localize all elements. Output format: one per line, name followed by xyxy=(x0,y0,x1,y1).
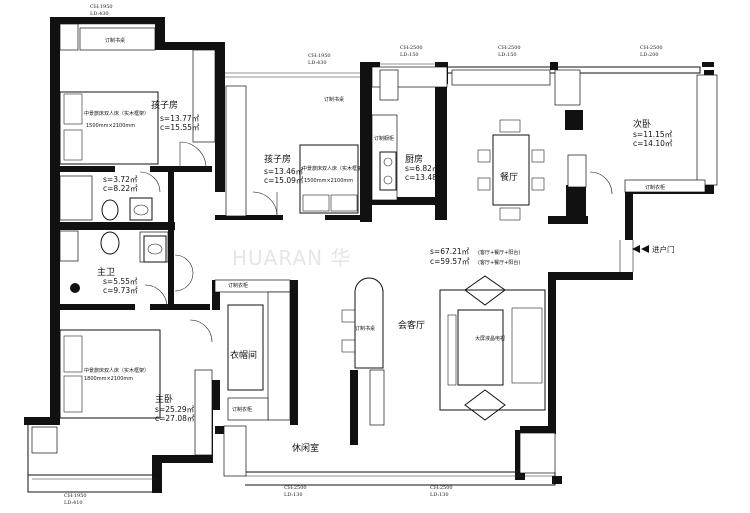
room-name: 会客厅 xyxy=(398,319,425,331)
room-area: c=13.48㎡ xyxy=(405,173,445,182)
room-area: s=6.82㎡ xyxy=(405,164,440,173)
window-ld: LD:430 xyxy=(90,11,109,17)
bath-fixtures xyxy=(70,197,167,293)
room-name: 餐厅 xyxy=(500,171,518,183)
room-labels: 孩子房 s=13.77㎡ c=15.55㎡ 孩子房 s=13.46㎡ c=15.… xyxy=(97,99,675,454)
cabinet-label: 订制书桌 xyxy=(355,325,375,332)
room-name: 次卧 xyxy=(633,118,651,130)
cabinet-labels: 订制书桌 订制书桌 订制橱柜 订制衣柜 订制衣柜 订制衣柜 订制书桌 大屏液晶电… xyxy=(105,37,665,413)
room-area: c=15.09㎡ xyxy=(264,176,304,185)
window-ld: LD:150 xyxy=(498,52,517,58)
entrance-arrow-icon xyxy=(632,245,640,253)
beds xyxy=(59,91,359,419)
cabinet-label: 订制书桌 xyxy=(105,37,125,44)
room-area-note: (客厅+餐厅+阳台) xyxy=(478,259,520,266)
bed-size: 1800mm×2100mm xyxy=(84,376,133,382)
window-ld: LD:410 xyxy=(64,500,83,506)
room-area: s=13.77㎡ xyxy=(160,114,200,123)
room-name: 孩子房 xyxy=(264,153,291,165)
cabinets xyxy=(31,23,718,477)
room-name: 主卫 xyxy=(97,266,115,278)
bed-title: 中景旅床双人床（实木框架） xyxy=(84,367,149,374)
outline xyxy=(27,23,701,493)
window-annotations: CH:1950 LD:430 CH:1950 LD:430 CH:2500 LD… xyxy=(64,4,663,506)
bed-size: 1500mm×2100mm xyxy=(86,123,135,129)
room-area: c=15.55㎡ xyxy=(160,123,200,132)
tv-label: 大屏液晶电视 xyxy=(475,335,505,342)
room-name: 休闲室 xyxy=(292,442,319,454)
cabinet-label: 订制书桌 xyxy=(324,96,344,103)
furniture xyxy=(227,119,546,421)
room-area: s=13.46㎡ xyxy=(264,167,304,176)
room-area-note: (客厅+餐厅+阳台) xyxy=(478,249,520,256)
doors xyxy=(139,141,613,343)
walls xyxy=(24,17,714,493)
window-ld: LD:130 xyxy=(284,492,303,498)
window-ld: LD:430 xyxy=(308,60,327,66)
room-area: s=3.72㎡ xyxy=(103,175,138,184)
watermark: HUARAN 华 xyxy=(232,246,351,270)
window-ch: CH:2500 xyxy=(640,45,663,51)
window-ch: CH:2500 xyxy=(498,45,521,51)
window-ch: CH:1950 xyxy=(308,53,331,59)
room-name: 厨房 xyxy=(405,153,423,165)
cabinet-label: 订制衣柜 xyxy=(232,406,252,413)
entrance-arrow-icon xyxy=(641,245,649,253)
room-name: 孩子房 xyxy=(151,99,178,111)
bed-title: 中景旅床双人床（实木框架） xyxy=(84,110,149,117)
cabinet-label: 订制衣柜 xyxy=(645,184,665,191)
room-name: 主卧 xyxy=(155,393,173,405)
bed-labels: 中景旅床双人床（实木框架） 1500mm×2100mm 中景旅床双人床（实木框架… xyxy=(84,110,367,382)
cabinet-label: 订制衣柜 xyxy=(228,282,248,289)
cabinet-label: 订制橱柜 xyxy=(374,135,394,142)
window-ch: CH:1950 xyxy=(64,493,87,499)
room-area: s=25.29㎡ xyxy=(155,405,195,414)
window-ch: CH:2500 xyxy=(284,485,307,491)
window-ld: LD:130 xyxy=(430,492,449,498)
entrance-label: 进户门 xyxy=(652,244,675,254)
room-name: 衣帽间 xyxy=(230,349,257,361)
room-area: s=11.15㎡ xyxy=(633,130,673,139)
room-area: s=5.55㎡ xyxy=(103,277,138,286)
room-area: s=67.21㎡ xyxy=(430,247,470,256)
room-area: c=14.10㎡ xyxy=(633,139,673,148)
window-ld: LD:200 xyxy=(640,52,659,58)
window-ld: LD:150 xyxy=(400,52,419,58)
window-ch: CH:2500 xyxy=(430,485,453,491)
window-ch: CH:2500 xyxy=(400,45,423,51)
room-area: c=9.73㎡ xyxy=(103,286,138,295)
bed-title: 中景旅床双人床（实木框架） xyxy=(302,165,367,172)
bed-size: 1500mm×2100mm xyxy=(304,178,353,184)
window-ch: CH:1950 xyxy=(90,4,113,10)
room-area: c=59.57㎡ xyxy=(430,257,470,266)
room-area: c=27.08㎡ xyxy=(155,414,195,423)
room-area: c=8.22㎡ xyxy=(103,184,138,193)
